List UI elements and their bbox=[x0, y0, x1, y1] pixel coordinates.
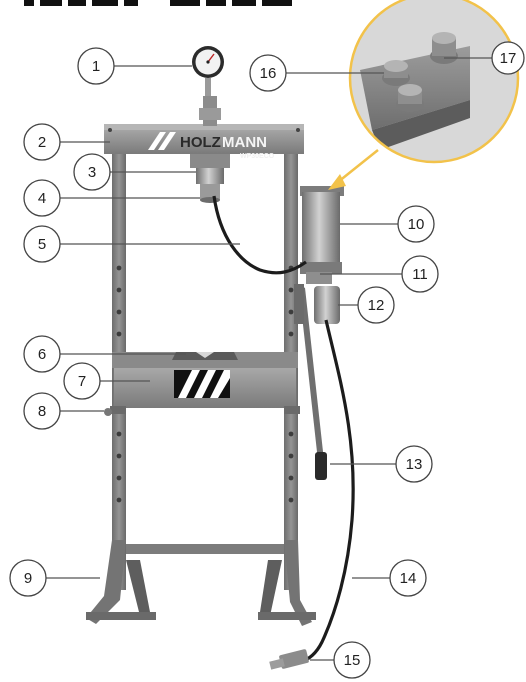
callout-17: 17 bbox=[491, 41, 525, 75]
callout-6: 6 bbox=[23, 335, 61, 373]
oil-reservoir bbox=[302, 192, 340, 264]
callout-number-3: 3 bbox=[88, 164, 96, 181]
pump-assembly bbox=[294, 186, 344, 480]
callout-number-13: 13 bbox=[406, 456, 423, 473]
callout-markers: 1 2 3 4 5 6 7 8 bbox=[9, 41, 525, 679]
callout-10: 10 bbox=[397, 205, 435, 243]
callout-number-9: 9 bbox=[24, 570, 32, 587]
callout-number-15: 15 bbox=[344, 652, 361, 669]
callout-number-10: 10 bbox=[408, 216, 425, 233]
callout-4: 4 bbox=[23, 179, 61, 217]
callout-number-16: 16 bbox=[260, 65, 277, 82]
support-pin-left bbox=[110, 406, 126, 414]
ram-cylinder bbox=[196, 168, 224, 184]
cropped-title bbox=[24, 0, 292, 6]
hydraulic-hose bbox=[212, 195, 307, 275]
top-beam bbox=[104, 128, 304, 154]
callout-number-1: 1 bbox=[92, 58, 100, 75]
callout-7: 7 bbox=[63, 362, 101, 400]
left-foot bbox=[86, 540, 126, 624]
detail-bolt-17 bbox=[430, 32, 458, 64]
callout-12: 12 bbox=[357, 286, 395, 324]
air-pump-canister bbox=[314, 286, 340, 324]
callout-5: 5 bbox=[23, 225, 61, 263]
callout-1: 1 bbox=[77, 47, 115, 85]
brand-logo: HOLZ MANN WP30ECO bbox=[148, 132, 275, 160]
detail-magnifier bbox=[328, 0, 520, 190]
upright-holes bbox=[116, 265, 294, 503]
callout-16: 16 bbox=[249, 54, 287, 92]
callout-number-2: 2 bbox=[38, 134, 46, 151]
callout-number-7: 7 bbox=[78, 373, 86, 390]
press-frame: HOLZ MANN WP30ECO bbox=[86, 46, 355, 670]
callout-2: 2 bbox=[23, 123, 61, 161]
right-base-rail bbox=[258, 612, 316, 620]
callout-number-14: 14 bbox=[400, 570, 417, 587]
handle-grip bbox=[315, 452, 327, 480]
air-hose bbox=[299, 319, 355, 664]
brand-name-part1: HOLZ bbox=[180, 134, 221, 151]
callout-number-8: 8 bbox=[38, 403, 46, 420]
ram-mount bbox=[190, 154, 230, 168]
callout-number-4: 4 bbox=[38, 190, 46, 207]
callout-number-6: 6 bbox=[38, 346, 46, 363]
callout-3: 3 bbox=[73, 153, 111, 191]
magnifier-arrow-line bbox=[337, 149, 379, 183]
detail-bolt-16 bbox=[382, 60, 410, 86]
callout-lines bbox=[46, 57, 496, 661]
magnifier-ring bbox=[348, 0, 520, 164]
pressure-gauge bbox=[192, 46, 224, 96]
callout-number-11: 11 bbox=[412, 266, 428, 283]
magnifier-arrowhead bbox=[328, 174, 346, 190]
callout-number-5: 5 bbox=[38, 236, 46, 253]
callout-15: 15 bbox=[333, 641, 371, 679]
detail-bolt-lower bbox=[396, 84, 424, 112]
support-pin-right bbox=[284, 406, 300, 414]
callout-11: 11 bbox=[401, 255, 439, 293]
bottom-crossbar bbox=[126, 544, 284, 554]
callout-9: 9 bbox=[9, 559, 47, 597]
right-foot bbox=[284, 540, 312, 626]
callout-8: 8 bbox=[23, 392, 61, 430]
callout-14: 14 bbox=[389, 559, 427, 597]
hazard-stripes bbox=[174, 370, 230, 398]
callout-number-12: 12 bbox=[368, 297, 385, 314]
brand-name-part2: MANN bbox=[222, 134, 267, 151]
callout-number-17: 17 bbox=[500, 50, 517, 67]
callout-13: 13 bbox=[395, 445, 433, 483]
work-table bbox=[104, 352, 300, 416]
left-base-rail bbox=[86, 612, 156, 620]
brand-model: WP30ECO bbox=[240, 153, 275, 160]
pump-handle bbox=[299, 287, 325, 471]
pump-valve-block bbox=[306, 272, 332, 284]
air-coupler bbox=[269, 649, 309, 670]
